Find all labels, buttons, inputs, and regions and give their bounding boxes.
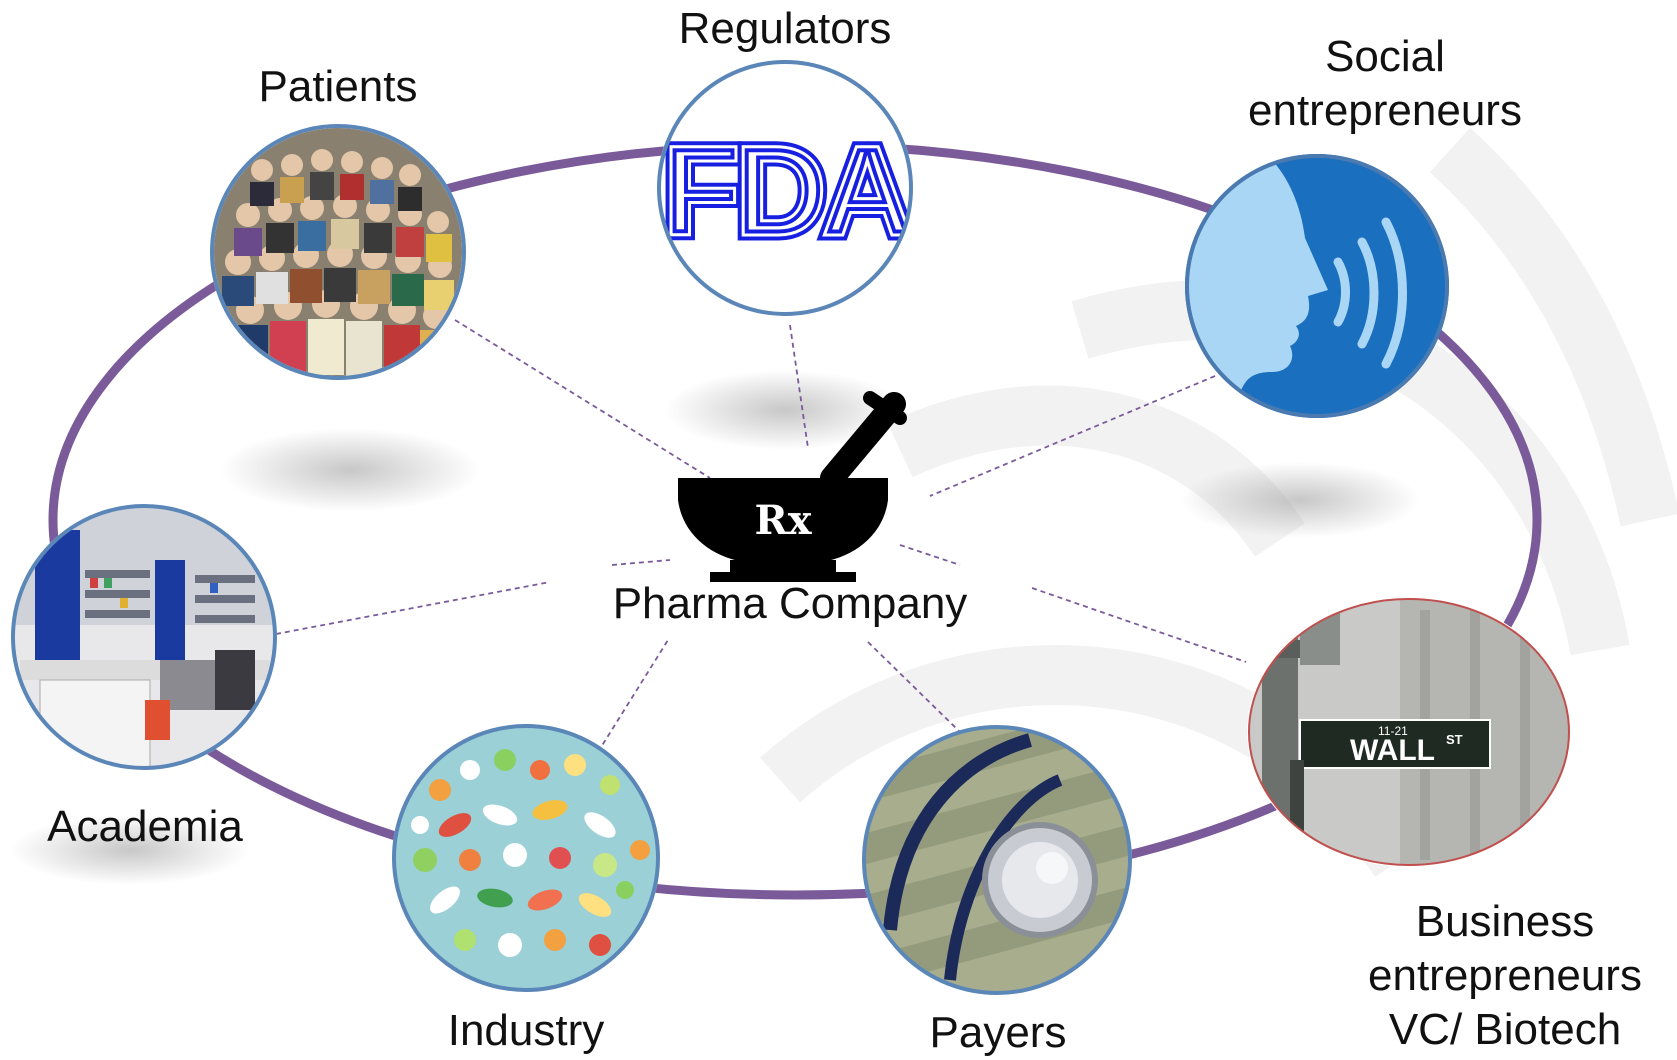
wall-street-sign-suffix: ST bbox=[1446, 732, 1463, 747]
speaking-head-icon bbox=[1187, 156, 1447, 416]
connector-social bbox=[929, 375, 1216, 497]
node-regulators: FDA FDA bbox=[657, 60, 913, 316]
label-academia: Academia bbox=[47, 802, 243, 851]
rx-symbol: Rx bbox=[754, 497, 812, 544]
pills-photo bbox=[394, 726, 658, 990]
connector-industry bbox=[597, 639, 669, 753]
stethoscope-money-photo bbox=[864, 727, 1130, 993]
node-academia bbox=[11, 504, 277, 770]
label-social-line1: Social bbox=[1325, 32, 1445, 81]
mortar-pestle-icon: Rx bbox=[678, 391, 907, 582]
fda-logo-text: FDA bbox=[662, 120, 911, 263]
label-business-line1: Business bbox=[1415, 897, 1595, 946]
center-pharma: Rx Pharma Company bbox=[590, 391, 1032, 638]
node-payers bbox=[862, 725, 1132, 995]
connectors bbox=[275, 319, 1247, 753]
label-payers: Payers bbox=[929, 1008, 1067, 1057]
connector-patients bbox=[454, 319, 711, 479]
node-patients bbox=[210, 124, 466, 380]
fda-logo-inner: FDA bbox=[662, 120, 911, 263]
node-industry bbox=[392, 724, 660, 992]
label-business-line2: entrepreneurs bbox=[1368, 951, 1642, 1000]
label-industry: Industry bbox=[447, 1006, 605, 1055]
label-patients: Patients bbox=[258, 62, 418, 111]
connector-academia-2 bbox=[611, 559, 671, 566]
node-business: 11-21 WALL ST bbox=[1247, 597, 1571, 867]
wall-street-sign-photo: 11-21 WALL ST bbox=[1249, 599, 1569, 865]
node-social bbox=[1185, 154, 1449, 418]
connector-business bbox=[1031, 587, 1247, 663]
crowd-photo bbox=[214, 128, 462, 376]
label-social-line2: entrepreneurs bbox=[1248, 86, 1522, 135]
connector-academia bbox=[275, 581, 551, 635]
connector-payers bbox=[867, 641, 961, 733]
fda-logo: FDA FDA bbox=[657, 60, 913, 316]
shadows bbox=[10, 370, 1420, 885]
wall-street-sign-text: WALL bbox=[1350, 734, 1435, 767]
laboratory-photo bbox=[13, 506, 275, 768]
label-regulators: Regulators bbox=[678, 4, 892, 53]
label-social: Social entrepreneurs bbox=[1190, 30, 1580, 138]
connector-regulators bbox=[789, 324, 809, 449]
connector-business-2 bbox=[899, 544, 961, 566]
center-label: Pharma Company bbox=[613, 579, 968, 628]
wall-street-sign-number: 11-21 bbox=[1378, 724, 1408, 738]
label-business-line3: VC/ Biotech bbox=[1388, 1005, 1622, 1054]
label-business: Business entrepreneurs VC/ Biotech bbox=[1340, 895, 1670, 1057]
